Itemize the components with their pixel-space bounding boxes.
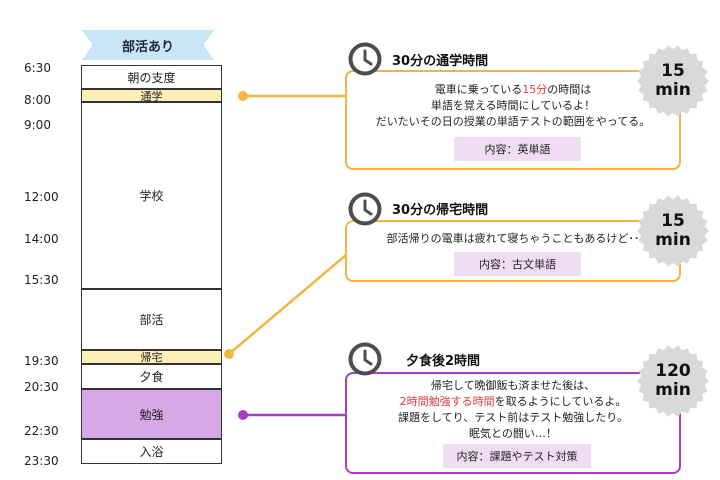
clock-icon xyxy=(348,42,382,76)
time-label: 22:30 xyxy=(24,424,59,438)
content-tag: 内容：英単語 xyxy=(454,137,581,161)
time-label: 23:30 xyxy=(24,454,59,468)
slot-return-home: 帰宅 xyxy=(81,350,222,364)
card-title: 30分の通学時間 xyxy=(392,54,489,69)
time-label: 6:30 xyxy=(24,61,51,75)
time-label: 9:00 xyxy=(24,118,51,132)
slot-bath: 入浴 xyxy=(81,439,222,464)
commute-card: 電車に乗っている15分の時間は 単語を覚える時間にしているよ！ だいたいその日の… xyxy=(345,70,681,170)
content-tag: 内容：古文単語 xyxy=(454,252,581,276)
time-label: 8:00 xyxy=(24,93,51,107)
slot-morning-prep: 朝の支度 xyxy=(81,65,222,89)
card-description: 電車に乗っている15分の時間は 単語を覚える時間にしているよ！ だいたいその日の… xyxy=(375,83,651,128)
time-label: 19:30 xyxy=(24,354,59,368)
time-label: 20:30 xyxy=(24,380,59,394)
clock-icon xyxy=(348,192,382,226)
card-title: 夕食後2時間 xyxy=(406,354,481,369)
slot-study: 勉強 xyxy=(81,389,222,439)
study-card: 帰宅して晩御飯も済ませた後は、 2時間勉強する時間を取るようにしているよ。 課題… xyxy=(345,372,681,474)
slot-club: 部活 xyxy=(81,289,222,350)
clock-icon xyxy=(348,342,382,376)
card-title: 30分の帰宅時間 xyxy=(392,203,489,218)
time-label: 14:00 xyxy=(24,232,59,246)
schedule-header: 部活あり xyxy=(82,30,214,60)
content-tag: 内容：課題やテスト対策 xyxy=(443,444,591,468)
card-description: 部活帰りの電車は疲れて寝ちゃうこともあるけど･･ xyxy=(386,232,640,245)
time-label: 15:30 xyxy=(24,273,59,287)
slot-school: 学校 xyxy=(81,102,222,289)
card-description: 帰宅して晩御飯も済ませた後は、 2時間勉強する時間を取るようにしているよ。 課題… xyxy=(397,379,628,440)
slot-dinner: 夕食 xyxy=(81,364,222,389)
return-card: 部活帰りの電車は疲れて寝ちゃうこともあるけど･･ 内容：古文単語 xyxy=(345,220,681,282)
time-label: 12:00 xyxy=(24,190,59,204)
slot-commute: 通学 xyxy=(81,89,222,103)
